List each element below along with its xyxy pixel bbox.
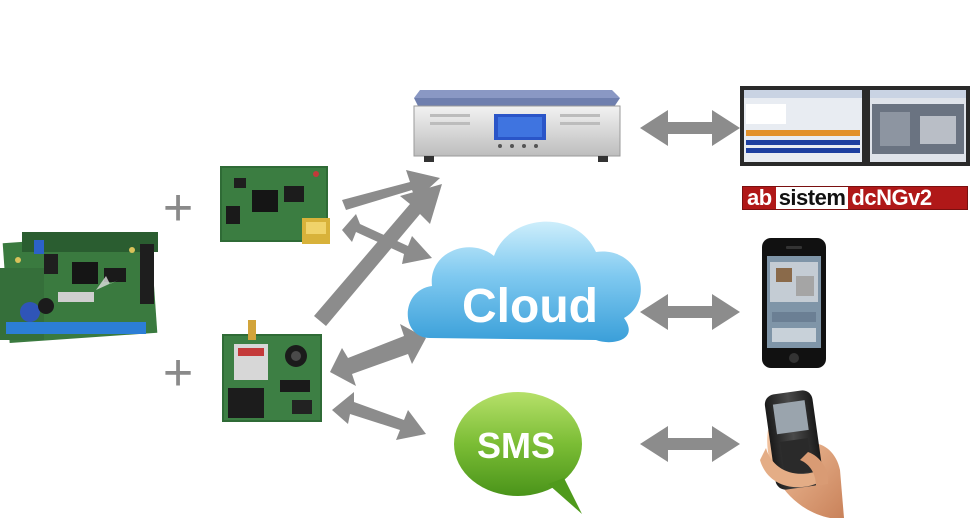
control-panel-board-icon [0,232,158,344]
cloud-icon: Cloud [407,221,641,343]
cloud-label: Cloud [462,280,598,333]
plus-sign-top: + [163,179,193,237]
arrow-server-monitors [640,110,740,146]
arrow-gsm-cloud [330,324,426,386]
absistem-dc-ngv2-logo: ab sistem dcNGv2 [742,186,968,210]
plus-sign-bottom: + [163,344,193,402]
sms-label: SMS [477,425,555,466]
brand-middle: sistem [775,187,849,209]
arrow-gsm-to-server [314,184,442,326]
mobile-phone-in-hand-icon [760,390,844,518]
receiver-server-unit-icon [413,90,621,162]
arrow-cloud-smartphone [640,294,740,330]
gsm-module-icon [222,320,322,422]
smartphone-icon [762,238,826,368]
sms-speech-bubble-icon: SMS [454,392,582,514]
arrow-gsm-sms [332,392,426,440]
brand-suffix: dcNGv2 [848,187,967,209]
arrows-left-group [314,170,442,440]
ethernet-module-icon [220,166,330,244]
monitor-screens-icon [740,86,970,166]
brand-prefix: ab [743,187,776,209]
arrows-right-group [640,110,740,462]
arrow-sms-mobile [640,426,740,462]
arrow-ethernet-to-server [342,170,440,210]
